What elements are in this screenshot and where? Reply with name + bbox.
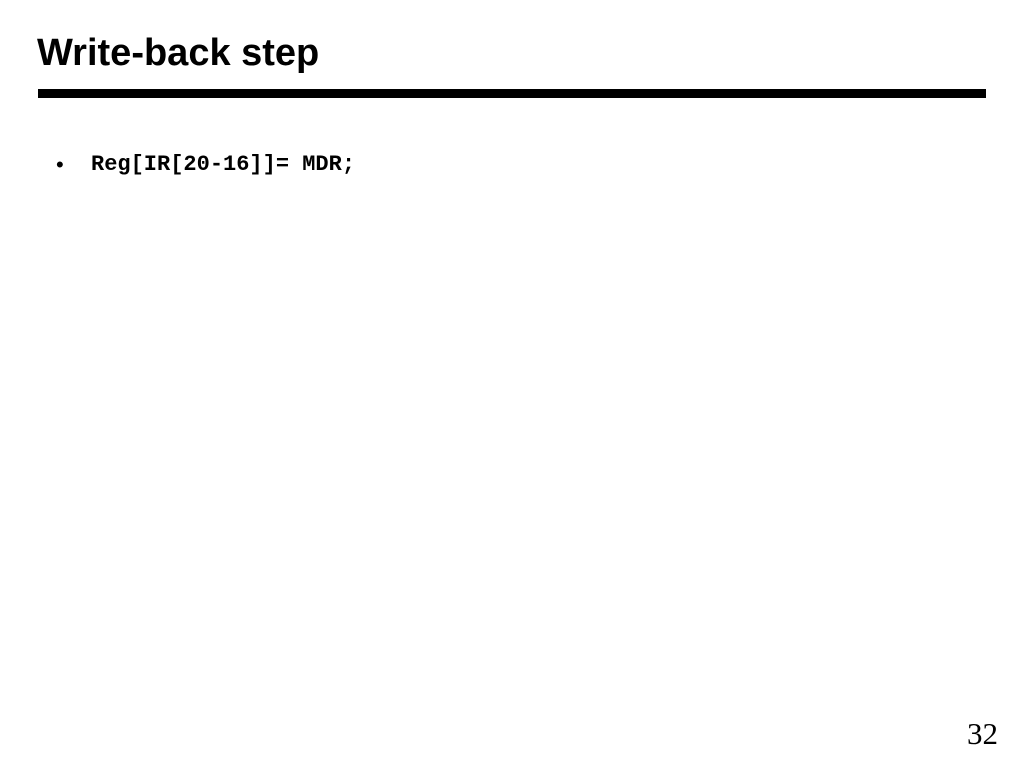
title-underline-rule — [38, 89, 986, 98]
page-number: 32 — [967, 716, 998, 751]
bullet-marker: • — [56, 152, 64, 177]
bullet-item: • Reg[IR[20-16]]= MDR; — [0, 150, 1024, 182]
bullet-text-code: Reg[IR[20-16]]= MDR; — [91, 152, 356, 177]
bullet-list: • Reg[IR[20-16]]= MDR; — [0, 150, 1024, 182]
slide-title: Write-back step — [37, 32, 320, 74]
